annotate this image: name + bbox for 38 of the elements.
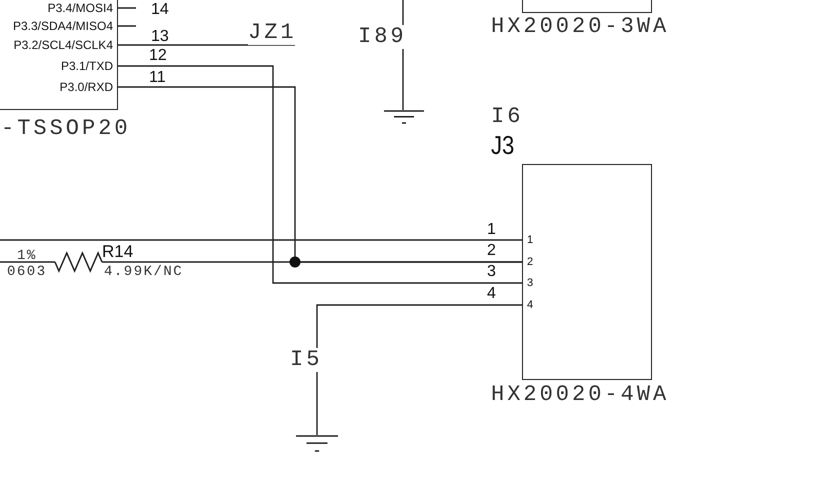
net-label: JZ1 — [248, 21, 297, 45]
pin-label: P3.1/TXD — [60, 59, 113, 74]
wire — [316, 304, 522, 435]
pin-label: P3.4/MOSI4 — [48, 1, 113, 16]
part-label: HX20020-3WA — [491, 15, 670, 39]
part-label: I6 — [491, 105, 524, 129]
pin-number: 2 — [527, 256, 534, 269]
part-label: -TSSOP20 — [1, 117, 131, 141]
designator: R14 — [102, 243, 134, 261]
pin-number: 2 — [487, 242, 496, 259]
pin-number: 11 — [149, 69, 166, 86]
tolerance-label: 1% — [17, 248, 37, 264]
pin-number: 14 — [151, 1, 169, 18]
designator: J3 — [491, 131, 514, 159]
pin-number: 3 — [527, 277, 534, 290]
pin-number: 3 — [487, 263, 496, 280]
wire — [0, 261, 55, 263]
part-label: HX20020-4WA — [491, 383, 670, 407]
net-label: I89 — [358, 25, 407, 49]
pin-number: 4 — [487, 285, 496, 302]
wire — [118, 7, 136, 9]
wire — [0, 239, 522, 241]
ground-symbol — [296, 435, 338, 453]
wire — [102, 261, 522, 263]
value-label: 4.99K/NC — [104, 264, 184, 280]
pin-label: P3.0/RXD — [60, 80, 113, 95]
pin-label: P3.2/SCL4/SCLK4 — [14, 38, 113, 53]
wire — [118, 65, 522, 284]
pin-number: 13 — [151, 28, 169, 45]
pin-number: 4 — [527, 299, 534, 312]
pin-label: P3.3/SDA4/MISO4 — [12, 19, 113, 34]
pin-number: 12 — [149, 47, 167, 64]
pin-number: 1 — [487, 221, 496, 238]
ground-symbol — [384, 110, 424, 125]
wire — [118, 25, 136, 27]
pin-number: 1 — [527, 234, 534, 247]
wire — [118, 44, 295, 46]
package-label: 0603 — [7, 264, 47, 280]
